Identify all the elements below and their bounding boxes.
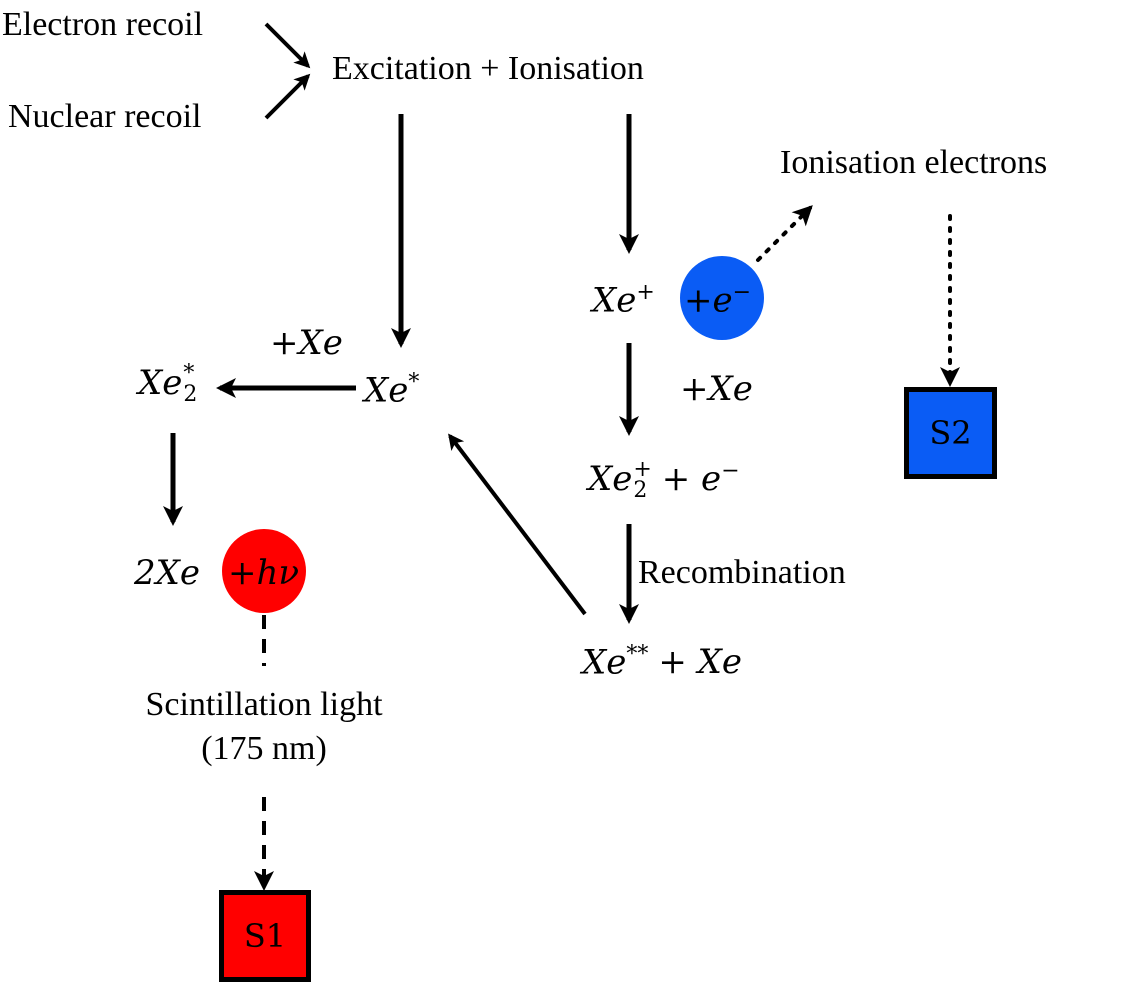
nuclear-recoil-arrow bbox=[264, 73, 311, 120]
electron-circle-sup: − bbox=[732, 280, 752, 305]
s1-box: S1 bbox=[219, 890, 311, 982]
ionisation-electrons-label: Ionisation electrons bbox=[780, 144, 1048, 181]
xe2-ion-label: Xe+2 + e− bbox=[588, 457, 740, 503]
xe-excited-label: Xe* bbox=[364, 370, 420, 411]
two-xe-label: 2Xe bbox=[134, 553, 200, 593]
xe2-ion-sup: + bbox=[633, 457, 652, 482]
xe2-ion-tail: + e bbox=[661, 458, 722, 499]
electron-blue-circle bbox=[680, 256, 764, 340]
plus-xe-right-label: +Xe bbox=[680, 369, 753, 409]
scintillation-line2: (175 nm) bbox=[201, 730, 327, 767]
electron-circle-text: +e bbox=[684, 280, 733, 321]
xe-excited-sup: * bbox=[408, 370, 420, 395]
xe-doubly-excited-sup: ** bbox=[626, 642, 649, 667]
xe2-ion-sub: 2 bbox=[633, 477, 648, 503]
photon-circle-label: +hν bbox=[228, 553, 300, 593]
nuclear-recoil-label: Nuclear recoil bbox=[8, 98, 202, 135]
xe-doubly-excited-tail: + Xe bbox=[658, 642, 742, 683]
xe-ion-sup: + bbox=[636, 280, 655, 305]
xe-ion-label: Xe+ bbox=[592, 280, 655, 321]
xe-excited-base: Xe bbox=[364, 370, 409, 411]
xe2-ion-base: Xe bbox=[588, 458, 633, 499]
xe2-excited-sub: 2 bbox=[183, 381, 198, 407]
xe2-excited-sup: * bbox=[183, 361, 195, 386]
s2-box: S2 bbox=[904, 387, 997, 479]
recombination-label: Recombination bbox=[638, 554, 846, 591]
xe-doubly-excited-base: Xe bbox=[582, 642, 627, 683]
xe2-excited-label: Xe*2 bbox=[138, 361, 198, 407]
s1-label: S1 bbox=[243, 917, 287, 955]
relaxation-arrow bbox=[448, 433, 587, 616]
electron-escape-dotted-arrow bbox=[756, 205, 813, 262]
plus-xe-top-label: +Xe bbox=[270, 323, 343, 363]
xe2-ion-tail-sup: − bbox=[721, 458, 740, 484]
scintillation-line1: Scintillation light bbox=[145, 686, 383, 723]
photon-red-circle bbox=[222, 529, 306, 613]
xe-ion-base: Xe bbox=[592, 280, 637, 321]
electron-circle-label: +e− bbox=[684, 280, 752, 321]
xe2-excited-base: Xe bbox=[138, 362, 183, 403]
xe-doubly-excited-label: Xe** + Xe bbox=[582, 642, 742, 683]
electron-recoil-label: Electron recoil bbox=[2, 6, 204, 43]
electron-recoil-arrow bbox=[264, 22, 311, 69]
excitation-ionisation-label: Excitation + Ionisation bbox=[332, 50, 644, 87]
s2-label: S2 bbox=[929, 414, 972, 452]
scintillation-light-label: Scintillation light (175 nm) bbox=[94, 688, 434, 766]
